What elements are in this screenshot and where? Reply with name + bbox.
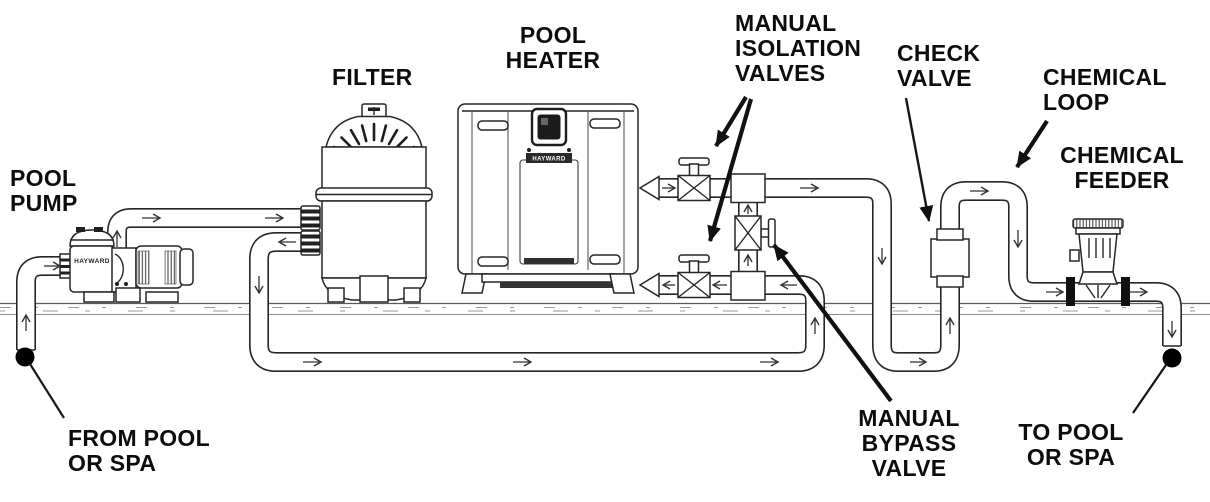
label-line: BYPASS: [862, 430, 957, 456]
filter-body-lower: [321, 200, 427, 279]
label-line: OR SPA: [68, 450, 156, 476]
pipe-tee-upper: [730, 173, 766, 204]
label-line: CHEMICAL: [1060, 142, 1184, 168]
label-chemical-loop: CHEMICAL LOOP: [1043, 64, 1167, 115]
label-filter: FILTER: [332, 64, 413, 90]
pump-motor-endcap: [179, 248, 194, 286]
chemical-feeder-drawing: [1066, 218, 1130, 306]
label-manual-isolation-valves: MANUAL ISOLATION VALVES: [735, 10, 861, 86]
heater-logo-bar: [526, 153, 572, 163]
pump-strainer-pot: [69, 245, 115, 293]
from-pool-dot: [15, 347, 35, 367]
label-line: POOL: [10, 165, 76, 191]
heater-inlet-stub-icon: [638, 272, 660, 298]
label-line: FROM POOL: [68, 425, 210, 451]
label-line: MANUAL: [735, 10, 836, 36]
isolation-valve-pointer-arrow-lower: [707, 98, 754, 242]
label-line: CHEMICAL: [1043, 64, 1167, 90]
label-line: LOOP: [1043, 89, 1109, 115]
pool-pump-drawing: HAYWARD: [59, 227, 194, 303]
label-pool-pump: POOL PUMP: [10, 165, 78, 216]
label-line: OR SPA: [1027, 444, 1115, 470]
label-line: ISOLATION: [735, 35, 861, 61]
feeder-knob: [1069, 249, 1080, 262]
label-line: VALVE: [872, 455, 947, 481]
manual-isolation-valve-lower: [677, 254, 711, 299]
heater-brand-text: HAYWARD: [532, 157, 566, 163]
feeder-lid: [1072, 218, 1124, 229]
label-line: FILTER: [332, 64, 413, 90]
manual-isolation-valve-upper: [677, 157, 711, 202]
label-chemical-feeder: CHEMICAL FEEDER: [1060, 142, 1184, 193]
label-pool-heater: POOL HEATER: [506, 22, 601, 73]
to-pool-leader-line: [1132, 364, 1167, 414]
filter-body-upper: [321, 146, 427, 190]
label-manual-bypass-valve: MANUAL BYPASS VALVE: [858, 405, 959, 481]
chemical-loop-pointer-arrow: [1015, 119, 1049, 169]
feeder-flange-left: [1066, 277, 1075, 306]
check-valve-drawing: [930, 228, 970, 288]
label-to-pool-or-spa: TO POOL OR SPA: [1018, 419, 1123, 470]
filter-port-unions: [300, 205, 321, 256]
pipe-tee-lower: [730, 270, 766, 301]
pump-strainer-lid: [69, 229, 115, 247]
feeder-body: [1078, 233, 1118, 273]
from-pool-leader-line: [29, 363, 65, 419]
ground-line: [0, 302, 1210, 315]
pump-brand-text: HAYWARD: [74, 258, 110, 265]
label-line: POOL: [520, 22, 586, 48]
check-valve-pointer-arrow: [904, 97, 934, 222]
flow-arrows: [21, 183, 1177, 367]
label-line: VALVES: [735, 60, 825, 86]
label-check-valve: CHECK VALVE: [897, 40, 980, 91]
label-line: HEATER: [506, 47, 601, 73]
label-line: FEEDER: [1074, 167, 1169, 193]
pool-heater-drawing: HAYWARD: [457, 103, 639, 294]
to-pool-dot: [1162, 348, 1182, 368]
manual-bypass-valve-drawing: [734, 215, 776, 251]
label-line: MANUAL: [858, 405, 959, 431]
label-line: VALVE: [897, 65, 972, 91]
bypass-valve-pointer-arrow: [772, 243, 893, 403]
label-from-pool-or-spa: FROM POOL OR SPA: [68, 425, 210, 476]
isolation-valve-pointer-arrow-upper: [714, 95, 748, 148]
label-line: CHECK: [897, 40, 980, 66]
feeder-flange-right: [1121, 277, 1130, 306]
heater-outlet-stub-icon: [638, 175, 660, 201]
label-line: PUMP: [10, 190, 78, 216]
filter-drawing: [300, 103, 433, 303]
label-line: TO POOL: [1018, 419, 1123, 445]
